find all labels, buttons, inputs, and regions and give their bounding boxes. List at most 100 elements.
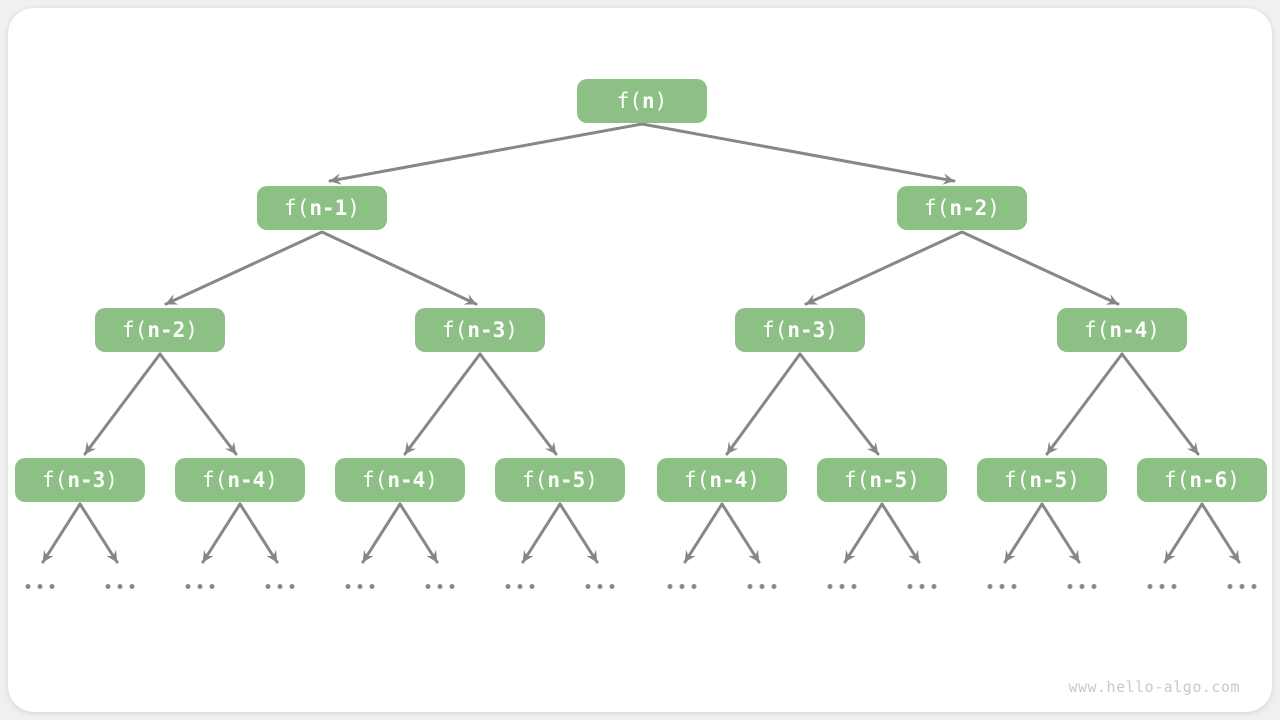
node-label-suffix: ) <box>987 196 1000 220</box>
ellipsis-dots <box>1147 584 1177 589</box>
dot <box>449 584 455 589</box>
node-l3-f-n-2: f(n-2) <box>95 308 225 352</box>
ellipsis-dots <box>585 584 615 589</box>
dot <box>277 584 283 589</box>
node-label-suffix: ) <box>265 468 278 492</box>
dot <box>1067 584 1073 589</box>
ellipsis-dots <box>987 584 1017 589</box>
node-label-suffix: ) <box>1067 468 1080 492</box>
node-l3-f-n-4: f(n-4) <box>1057 308 1187 352</box>
node-label-suffix: ) <box>825 318 838 342</box>
dot <box>827 584 833 589</box>
node-label-arg: n-4 <box>227 468 266 492</box>
dot <box>931 584 937 589</box>
ellipsis-dots <box>667 584 697 589</box>
dot <box>839 584 845 589</box>
node-label-prefix: f( <box>522 468 548 492</box>
dot <box>37 584 43 589</box>
dot <box>117 584 123 589</box>
ellipsis-dots <box>105 584 135 589</box>
watermark: www.hello-algo.com <box>1068 678 1240 696</box>
node-label-arg: n-4 <box>1109 318 1148 342</box>
ellipsis-dots <box>747 584 777 589</box>
dot <box>185 584 191 589</box>
node-label-arg: n <box>641 89 655 113</box>
node-label-suffix: ) <box>585 468 598 492</box>
dot <box>1171 584 1177 589</box>
dot <box>691 584 697 589</box>
node-label-arg: n-5 <box>547 468 586 492</box>
node-label-prefix: f( <box>1004 468 1030 492</box>
dot <box>197 584 203 589</box>
ellipsis-dots <box>265 584 295 589</box>
node-l4-f-n-4: f(n-4) <box>335 458 465 502</box>
ellipsis-dots <box>827 584 857 589</box>
dot <box>529 584 535 589</box>
dot <box>1091 584 1097 589</box>
node-label-arg: n-3 <box>67 468 106 492</box>
dot <box>49 584 55 589</box>
dot <box>1079 584 1085 589</box>
dot <box>345 584 351 589</box>
dot <box>369 584 375 589</box>
node-l4-f-n-5: f(n-5) <box>977 458 1107 502</box>
node-label-arg: n-4 <box>709 468 748 492</box>
node-l4-f-n-5: f(n-5) <box>817 458 947 502</box>
dot <box>747 584 753 589</box>
dot <box>667 584 673 589</box>
node-label-prefix: f( <box>42 468 68 492</box>
node-label-prefix: f( <box>924 196 950 220</box>
node-label-arg: n-4 <box>387 468 426 492</box>
node-l4-f-n-6: f(n-6) <box>1137 458 1267 502</box>
node-l4-f-n-4: f(n-4) <box>175 458 305 502</box>
dot <box>437 584 443 589</box>
dot <box>1011 584 1017 589</box>
node-label-prefix: f( <box>684 468 710 492</box>
node-l4-f-n-3: f(n-3) <box>15 458 145 502</box>
node-label-arg: n-2 <box>147 318 186 342</box>
dot <box>679 584 685 589</box>
node-label-suffix: ) <box>1147 318 1160 342</box>
node-label-prefix: f( <box>362 468 388 492</box>
node-label-arg: n-2 <box>949 196 988 220</box>
node-l2-f-n-2: f(n-2) <box>897 186 1027 230</box>
dot <box>265 584 271 589</box>
dot <box>597 584 603 589</box>
node-l4-f-n-4: f(n-4) <box>657 458 787 502</box>
node-label-prefix: f( <box>442 318 468 342</box>
dot <box>759 584 765 589</box>
node-f-n: f(n) <box>577 79 707 123</box>
ellipsis-dots <box>1227 584 1257 589</box>
dot <box>105 584 111 589</box>
dot <box>25 584 31 589</box>
node-label-suffix: ) <box>505 318 518 342</box>
dot <box>851 584 857 589</box>
node-label-arg: n-3 <box>787 318 826 342</box>
dot <box>1147 584 1153 589</box>
node-label-arg: n-3 <box>467 318 506 342</box>
node-label-suffix: ) <box>1227 468 1240 492</box>
node-label-suffix: ) <box>347 196 360 220</box>
ellipsis-dots <box>185 584 215 589</box>
dot <box>505 584 511 589</box>
node-label-suffix: ) <box>185 318 198 342</box>
dot <box>1227 584 1233 589</box>
ellipsis-dots <box>425 584 455 589</box>
ellipsis-dots <box>907 584 937 589</box>
node-label-arg: n-6 <box>1189 468 1228 492</box>
dot <box>999 584 1005 589</box>
node-label-prefix: f( <box>1164 468 1190 492</box>
node-l4-f-n-5: f(n-5) <box>495 458 625 502</box>
ellipsis-dots <box>1067 584 1097 589</box>
dot <box>987 584 993 589</box>
dot <box>907 584 913 589</box>
dot <box>357 584 363 589</box>
node-l2-f-n-1: f(n-1) <box>257 186 387 230</box>
node-l3-f-n-3: f(n-3) <box>735 308 865 352</box>
dot <box>517 584 523 589</box>
node-l3-f-n-3: f(n-3) <box>415 308 545 352</box>
node-label-prefix: f( <box>762 318 788 342</box>
dot <box>1159 584 1165 589</box>
dot <box>209 584 215 589</box>
